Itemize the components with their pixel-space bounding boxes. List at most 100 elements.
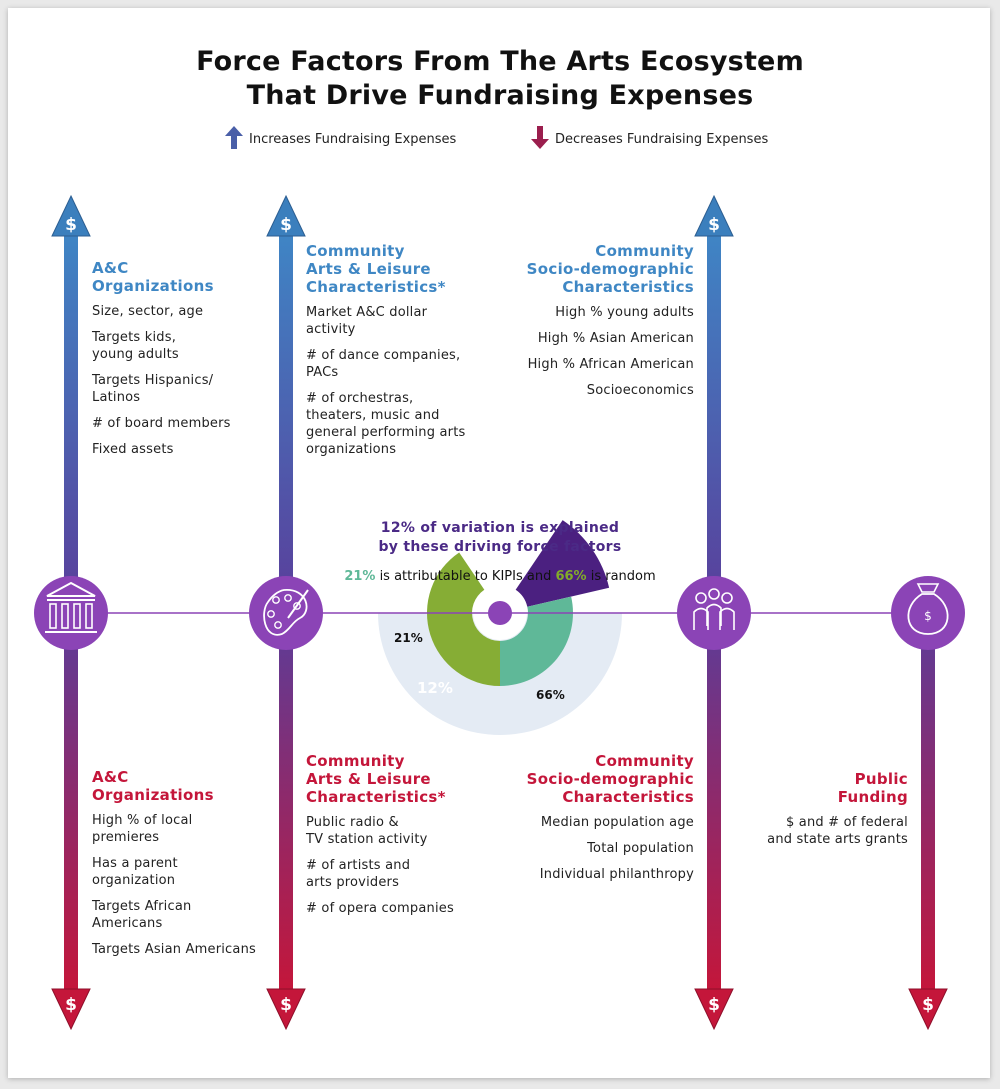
factor-item: Median population age [527, 814, 694, 831]
pie-label-random: 66% [536, 688, 565, 702]
heading-line: Organizations [92, 786, 214, 804]
factor-item: Targets Asian Americans [92, 941, 256, 958]
factor-item-line: Socioeconomics [586, 383, 694, 398]
variation-headline-2: by these driving force factors [378, 539, 622, 555]
factor-item-line: and state arts grants [767, 832, 908, 847]
factor-item-line: # of orchestras, [306, 391, 414, 406]
page-title-line-1: Force Factors From The Arts Ecosystem [196, 46, 804, 77]
factor-item-line: Targets Asian Americans [92, 942, 256, 957]
museum-icon [34, 576, 108, 650]
page-title-line-2: That Drive Fundraising Expenses [246, 80, 754, 111]
public-decrease-shaft [921, 613, 935, 991]
factor-item-line: Size, sector, age [92, 304, 204, 319]
factor-item-line: # of artists and [306, 858, 411, 873]
factor-item: Targets kids, young adults [92, 329, 231, 363]
heading-line: A&C [92, 768, 129, 786]
factor-item-line: High % Asian American [537, 331, 694, 346]
socio-decrease-dollar-icon: $ [708, 995, 720, 1015]
arts-increase-arrowhead: $ [266, 194, 306, 237]
org-decrease-shaft [64, 613, 78, 991]
pie-label-kipi: 21% [394, 631, 423, 645]
heading-line: A&C [92, 259, 129, 277]
socio-increase-shaft [707, 234, 721, 613]
legend-increase-label: Increases Fundraising Expenses [249, 132, 457, 147]
kipi-percent: 21% [344, 569, 376, 584]
pie-label-explained: 12% [417, 679, 453, 697]
heading-line: Community [306, 752, 405, 770]
socio-increase-arrowhead: $ [694, 194, 734, 237]
org-increase-shaft [64, 234, 78, 613]
variation-breakdown: 21% is attributable to KIPIs and 66% is … [290, 568, 710, 586]
random-percent: 66% [555, 569, 587, 584]
center-dot [488, 601, 512, 625]
pie-slice-explained [515, 520, 610, 607]
heading-line: Socio-demographic [526, 260, 694, 278]
factor-item-line: High % African American [527, 357, 694, 372]
money-bag-icon: $ [891, 576, 965, 650]
factor-item-line: Targets African [92, 899, 192, 914]
decrease-arrow-icon [531, 126, 549, 149]
factor-item-line: Targets kids, [92, 330, 177, 345]
factor-item-line: Individual philanthropy [539, 867, 694, 882]
factor-item-line: Fixed assets [92, 442, 174, 457]
factor-item-line: organization [92, 873, 176, 888]
factor-item-line: theaters, music and [306, 408, 440, 423]
arts-decrease-arrowhead: $ [266, 988, 306, 1031]
heading-line: Socio-demographic [526, 770, 694, 788]
factor-item: High % African American [527, 356, 694, 373]
factor-item: Socioeconomics [527, 382, 694, 399]
factor-item-line: general performing arts [306, 425, 466, 440]
heading-line: Characteristics [562, 278, 694, 296]
factor-item: Size, sector, age [92, 303, 231, 320]
factor-item-line: # of dance companies, [306, 348, 461, 363]
factor-item-line: Americans [92, 916, 163, 931]
factor-item-line: Has a parent [92, 856, 178, 871]
legend-decrease-label: Decreases Fundraising Expenses [555, 132, 769, 147]
org-increase-dollar-icon: $ [65, 215, 77, 235]
increase-arrow-icon [225, 126, 243, 149]
factor-item: # of dance companies, PACs [306, 347, 465, 381]
variation-pie-chart [378, 520, 622, 735]
org-increase-arrowhead: $ [51, 194, 91, 237]
factor-item-line: PACs [306, 365, 339, 380]
heading-line: Funding [837, 788, 908, 806]
variation-summary: 12% of variation is explained by these d… [290, 519, 710, 586]
arts-increase-shaft [279, 234, 293, 613]
factor-item-line: organizations [306, 442, 397, 457]
heading-line: Characteristics* [306, 278, 446, 296]
page-title: Force Factors From The Arts Ecosystem Th… [0, 45, 1000, 113]
arts-decrease-dollar-icon: $ [280, 995, 292, 1015]
palette-icon [249, 576, 323, 650]
variation-headline-1: 12% of variation is explained [380, 520, 620, 536]
heading-line: Community [306, 242, 405, 260]
socio-decrease-shaft [707, 613, 721, 991]
factor-item-line: Latinos [92, 390, 141, 405]
factor-item-line: young adults [92, 347, 179, 362]
factor-item: # of orchestras, theaters, music and gener… [306, 390, 465, 458]
factor-item: # of board members [92, 415, 231, 432]
factor-item-line: High % of local [92, 813, 193, 828]
arts-increase-dollar-icon: $ [280, 215, 292, 235]
factor-item: Public radio &TV station activity [306, 814, 454, 848]
svg-text:$: $ [924, 609, 932, 623]
factor-item-line: TV station activity [306, 832, 428, 847]
public-decrease-dollar-icon: $ [922, 995, 934, 1015]
heading-line: Organizations [92, 277, 214, 295]
pie-slice-random [426, 552, 500, 686]
heading-line: Arts & Leisure [306, 260, 431, 278]
factor-item-line: Market A&C dollar [306, 305, 428, 320]
